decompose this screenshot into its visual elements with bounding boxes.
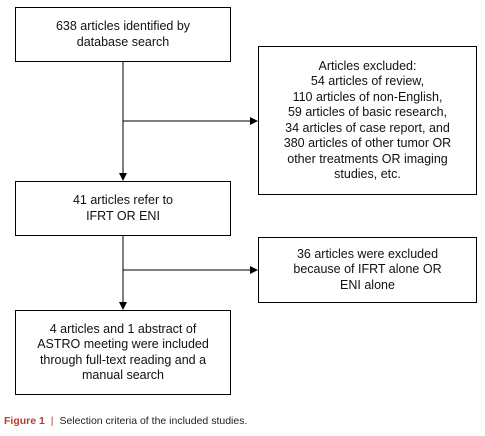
included-line: through full-text reading and a	[39, 352, 207, 367]
excluded-second-box: 36 articles were excluded because of IFR…	[258, 237, 477, 303]
caption-separator: |	[50, 415, 54, 427]
excluded-first-line: 54 articles of review,	[310, 74, 425, 88]
excluded-second-line: 36 articles were excluded	[296, 246, 439, 261]
identified-line: database search	[76, 34, 170, 49]
identified-box: 638 articles identified by database sear…	[15, 7, 231, 62]
figure-number: 1	[39, 415, 45, 427]
refer-line: 41 articles refer to	[72, 193, 174, 207]
included-line: ASTRO meeting were included	[37, 337, 209, 351]
caption-text: Selection criteria of the included studi…	[59, 415, 248, 427]
excluded-first-line: other treatments OR imaging	[287, 151, 448, 166]
included-box: 4 articles and 1 abstract of ASTRO meeti…	[15, 310, 231, 395]
excluded-first-line: 110 articles of non-English,	[292, 89, 443, 104]
figure-label: Figure	[4, 415, 37, 427]
identified-line: 638 articles identified by	[55, 19, 191, 33]
excluded-second-line: because of IFRT alone OR	[293, 262, 442, 277]
figure-caption: Figure 1 | Selection criteria of the inc…	[4, 415, 247, 428]
included-line: 4 articles and 1 abstract of	[49, 321, 197, 336]
excluded-first-line: 380 articles of other tumor OR	[283, 136, 452, 150]
refer-line: IFRT OR ENI	[86, 208, 160, 223]
excluded-first-line: 34 articles of case report, and	[285, 120, 450, 135]
excluded-first-line: 59 articles of basic research,	[287, 105, 448, 119]
excluded-first-box: Articles excluded: 54 articles of review…	[258, 46, 477, 195]
excluded-second-line: ENI alone	[340, 277, 395, 292]
excluded-first-line: studies, etc.	[334, 167, 401, 181]
refer-box: 41 articles refer to IFRT OR ENI	[15, 181, 231, 236]
included-line: manual search	[82, 368, 164, 382]
excluded-first-line: Articles excluded:	[318, 58, 417, 73]
